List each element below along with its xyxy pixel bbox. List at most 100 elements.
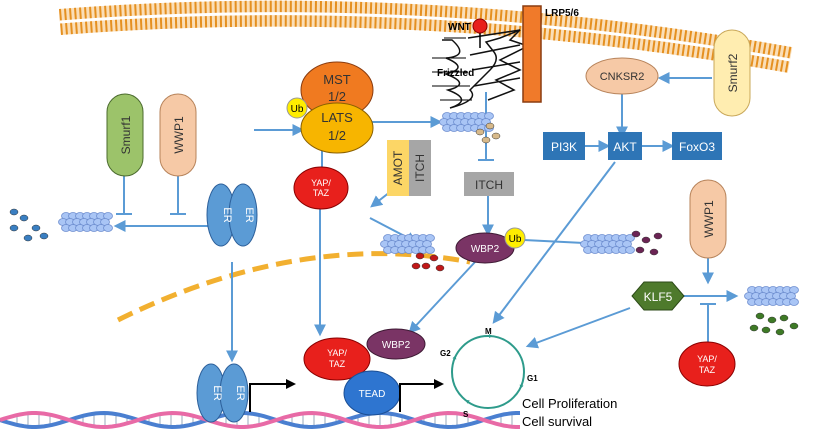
- proteasome: [58, 212, 113, 232]
- klf5-node: [631, 281, 685, 311]
- wbp2-top-label: WBP2: [471, 244, 500, 255]
- proteasome: [580, 234, 635, 254]
- lats-label-2: 1/2: [328, 128, 346, 143]
- degradation-fragment: [429, 254, 439, 262]
- phase-g2-label: G2: [440, 349, 451, 358]
- proteasome: [380, 234, 435, 254]
- foxo3-box: [672, 132, 722, 160]
- yaptaz-right-node: [678, 341, 736, 387]
- lrp5-6-receptor: [522, 5, 542, 103]
- degradation-fragment: [491, 132, 501, 140]
- yaptaz-top-label-2: TAZ: [313, 188, 330, 198]
- wbp2-nuclear-node: [366, 328, 426, 360]
- proteasome: [439, 112, 494, 132]
- smurf2-label: Smurf2: [726, 53, 740, 92]
- degradation-fragment: [23, 234, 33, 242]
- ub-tag-wbp2: [504, 227, 526, 249]
- yaptaz-right-label-2: TAZ: [699, 365, 716, 375]
- degradation-fragment: [761, 326, 771, 334]
- wnt-ligand: [472, 18, 488, 34]
- inhibition-lines: [116, 92, 716, 344]
- degradation-fragment: [9, 224, 19, 232]
- degradation-fragment: [435, 264, 445, 272]
- degradation-fragment: [779, 314, 789, 322]
- lats-label: LATS: [321, 110, 353, 125]
- yaptaz-top-label: YAP/: [311, 178, 331, 188]
- degradation-fragment: [767, 316, 777, 324]
- phase-s-label: S: [463, 410, 469, 419]
- yaptaz-nuclear-label: YAP/: [327, 348, 347, 358]
- degradation-fragment: [485, 122, 495, 130]
- proteasome: [744, 286, 799, 306]
- proteasomes: [9, 112, 799, 336]
- wwp1-right-node: [689, 179, 727, 259]
- degradation-fragment: [635, 246, 645, 254]
- wnt-label: WNT: [448, 22, 471, 33]
- phase-g1-label: G1: [527, 374, 538, 383]
- lrp-label: LRP5/6: [545, 8, 579, 19]
- pi3k-label: PI3K: [551, 140, 577, 154]
- yaptaz-right-label: YAP/: [697, 354, 717, 364]
- yaptaz-nuclear-node: [303, 337, 371, 381]
- amot-label: AMOT: [391, 150, 405, 185]
- wwp1-left-label: WWP1: [172, 116, 186, 154]
- wbp2-nuclear-label: WBP2: [382, 340, 411, 351]
- er-bottom-label-1: ER: [211, 385, 223, 400]
- mst-label-2: 1/2: [328, 89, 346, 104]
- er-bottom-label-2: ER: [234, 385, 246, 400]
- cnksr2-node: [585, 57, 659, 95]
- akt-label: AKT: [613, 140, 637, 154]
- degradation-fragment: [653, 232, 663, 240]
- cell-cycle: [451, 334, 525, 409]
- smurf2-node: [713, 29, 751, 117]
- degradation-fragment: [31, 224, 41, 232]
- lats-node: [300, 102, 374, 154]
- wwp1-right-label: WWP1: [702, 200, 716, 238]
- degradation-fragment: [421, 262, 431, 270]
- itch-vertical-box: [409, 140, 431, 196]
- degradation-fragment: [411, 262, 421, 270]
- dna-helix: [0, 410, 520, 430]
- tead-label: TEAD: [359, 389, 386, 400]
- cnksr2-label: CNKSR2: [600, 71, 645, 83]
- degradation-fragment: [649, 248, 659, 256]
- dna-strand: [0, 410, 520, 430]
- nuclear-envelope: [116, 251, 471, 323]
- amot-box: [387, 140, 409, 196]
- er-bottom-2: [219, 363, 249, 423]
- degradation-fragment: [475, 128, 485, 136]
- degradation-fragment: [481, 136, 491, 144]
- itch-box: [464, 172, 514, 196]
- yaptaz-nuclear-label-2: TAZ: [329, 359, 346, 369]
- phase-m-label: M: [485, 327, 492, 336]
- akt-box: [608, 132, 642, 160]
- degradation-fragment: [19, 214, 29, 222]
- dna-strand: [0, 410, 520, 430]
- frizzled-receptor: [432, 29, 530, 109]
- degradation-fragment: [641, 236, 651, 244]
- cell-membrane: [58, 0, 793, 73]
- itch-label: ITCH: [475, 178, 503, 192]
- degradation-fragment: [775, 328, 785, 336]
- er-top-2: [228, 183, 258, 247]
- degradation-fragment: [749, 324, 759, 332]
- smurf1-label: Smurf1: [119, 115, 133, 154]
- ub-tag-lats: [286, 97, 308, 119]
- degradation-fragment: [789, 322, 799, 330]
- itch-vertical-label: ITCH: [413, 154, 427, 182]
- transcription-arrows: [249, 379, 444, 412]
- er-top-label-2: ER: [243, 207, 255, 222]
- yaptaz-top-node: [293, 166, 349, 210]
- degradation-fragment: [39, 232, 49, 240]
- pi3k-box: [543, 132, 585, 160]
- frizzled-label: Frizzled: [437, 68, 474, 79]
- outcome-proliferation: Cell Proliferation: [522, 396, 617, 411]
- degradation-fragment: [631, 230, 641, 238]
- wwp1-left-node: [159, 93, 197, 177]
- er-top-label-1: ER: [221, 207, 233, 222]
- degradation-fragment: [755, 312, 765, 320]
- ub-label-lats: Ub: [291, 104, 304, 115]
- smurf1-node: [106, 93, 144, 177]
- foxo3-label: FoxO3: [679, 140, 715, 154]
